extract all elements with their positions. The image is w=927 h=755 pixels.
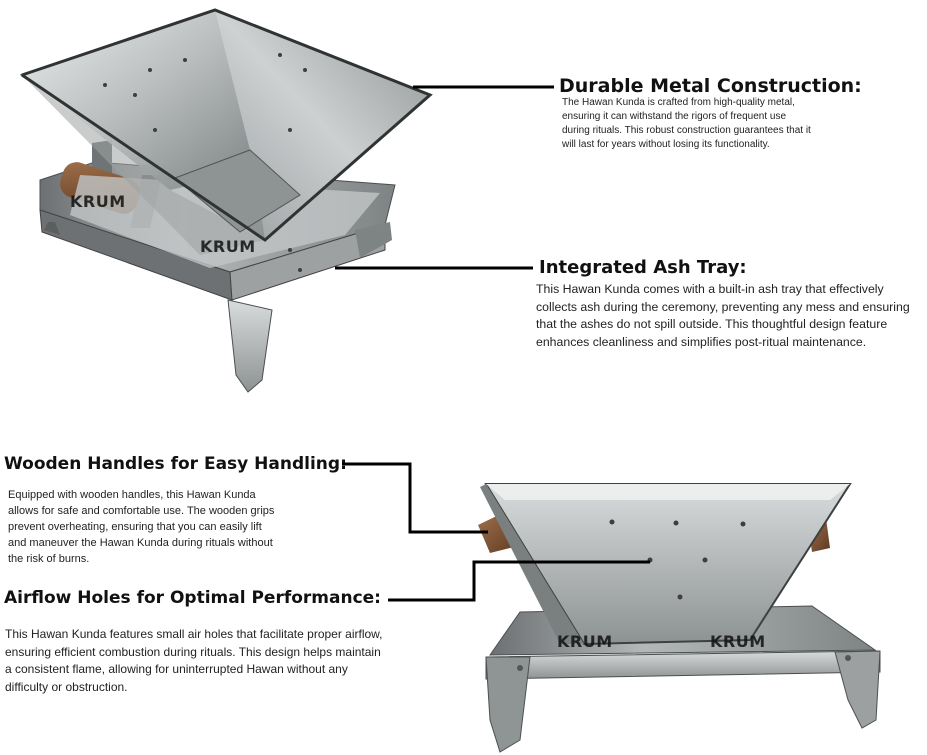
callout-line-handles xyxy=(342,462,488,534)
callout-lines xyxy=(335,85,650,602)
feature-title-ash-tray: Integrated Ash Tray: xyxy=(539,257,747,278)
watermark-bottom-2: KRUM xyxy=(710,632,766,651)
watermark-top-1: KRUM xyxy=(70,192,126,211)
feature-body-metal: The Hawan Kunda is crafted from high-qua… xyxy=(562,97,811,150)
feature-body-handles: Equipped with wooden handles, this Hawan… xyxy=(8,489,275,565)
feature-title-airflow: Airflow Holes for Optimal Performance: xyxy=(4,588,381,608)
watermark-bottom-1: KRUM xyxy=(557,632,613,651)
watermark-top-2: KRUM xyxy=(200,237,256,256)
feature-body-ash-tray: This Hawan Kunda comes with a built-in a… xyxy=(536,282,910,350)
callout-line-airflow xyxy=(388,560,650,602)
feature-body-airflow: This Hawan Kunda features small air hole… xyxy=(5,627,383,694)
feature-title-handles: Wooden Handles for Easy Handling: xyxy=(4,454,347,474)
feature-title-metal: Durable Metal Construction: xyxy=(559,75,862,97)
bottom-kunda-image xyxy=(478,483,881,753)
top-kunda-image xyxy=(19,8,433,393)
